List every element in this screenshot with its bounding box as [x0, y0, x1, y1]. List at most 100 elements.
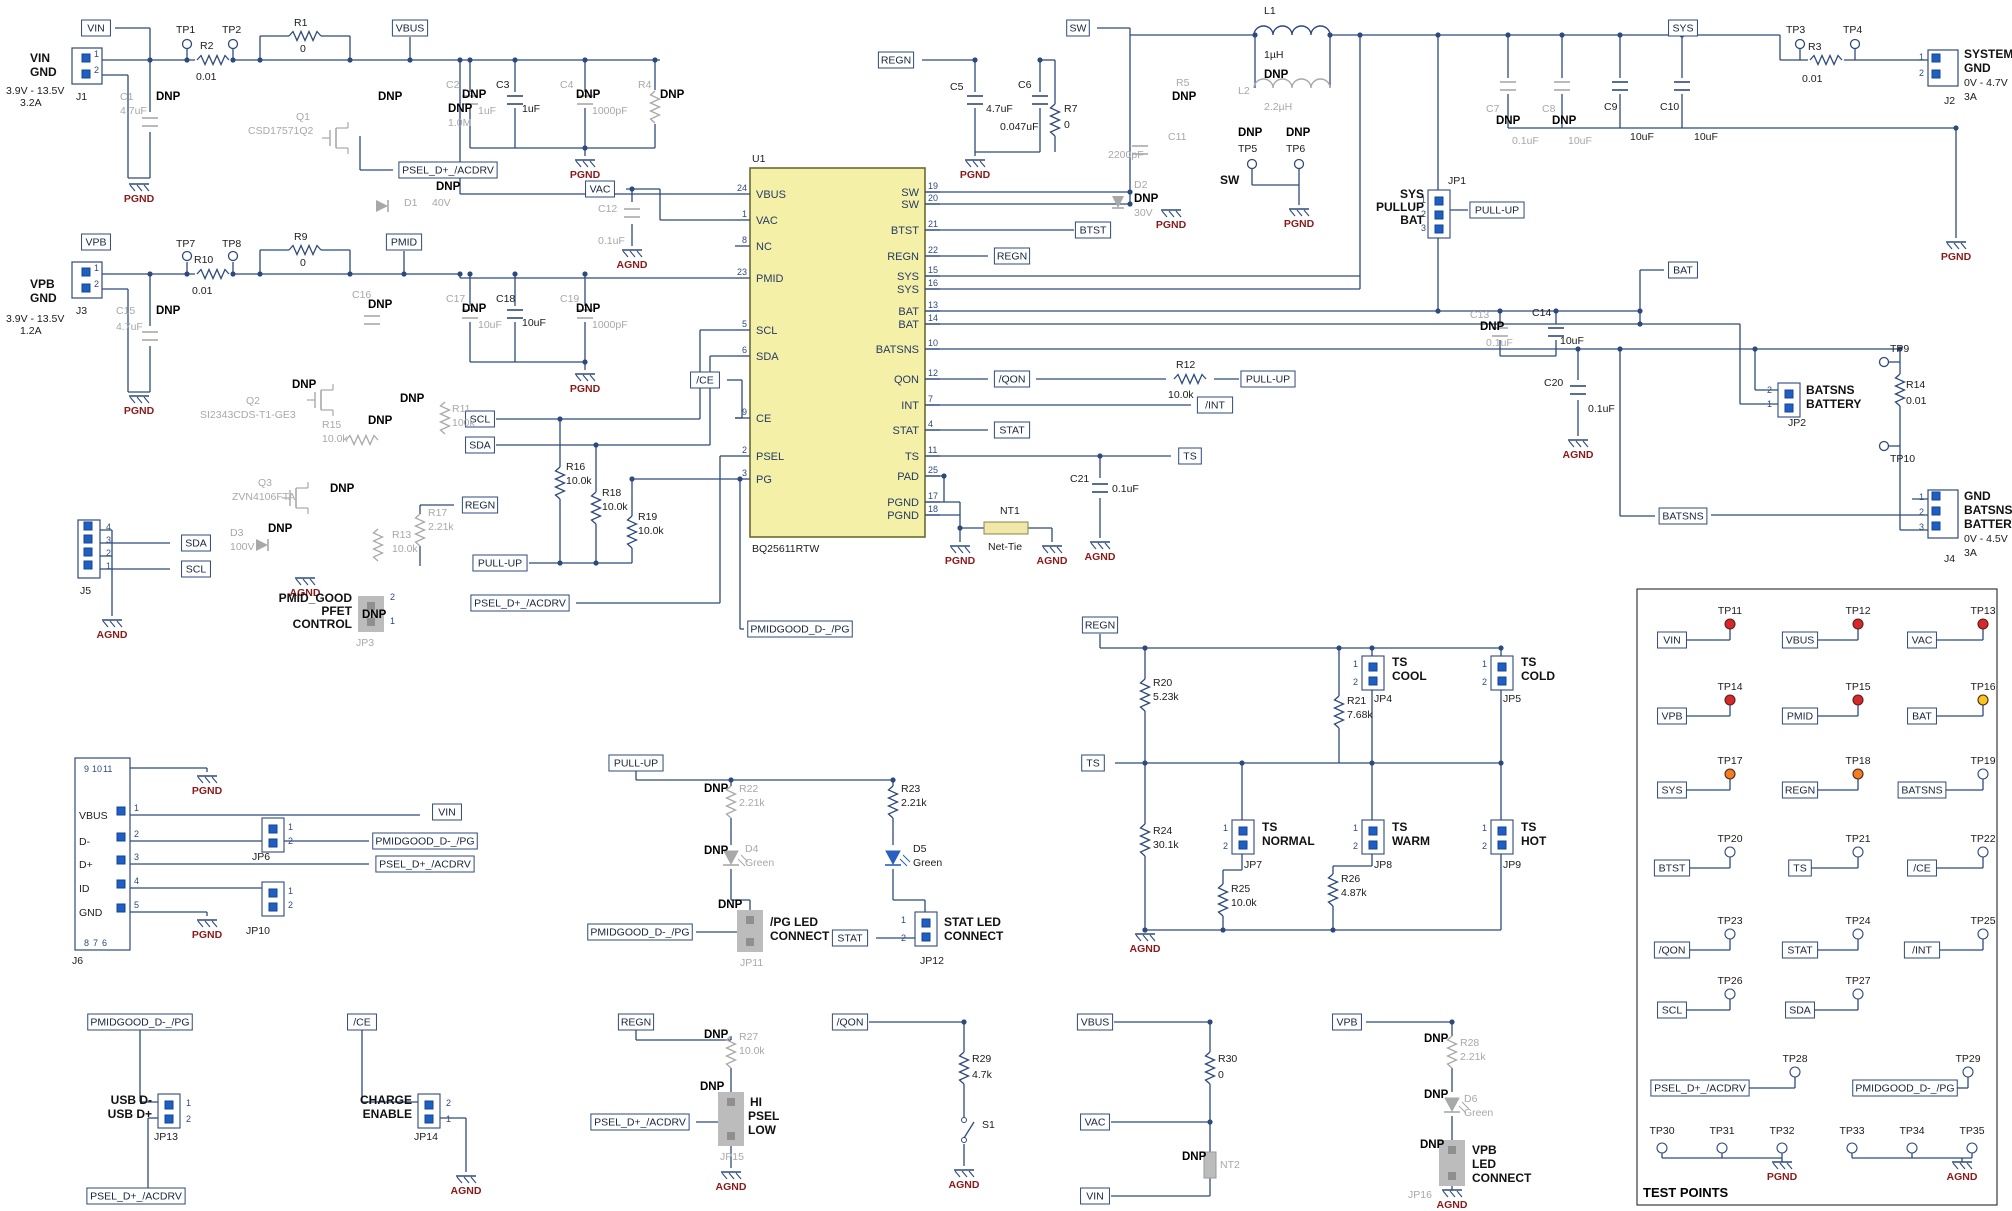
net-label: VBUS: [1781, 631, 1819, 649]
jumper-header: [261, 817, 285, 853]
ic-pin-label: 7: [928, 394, 933, 404]
text-label: 2: [94, 65, 99, 75]
junction-dot: [582, 359, 588, 365]
testpoint-dot: [1776, 1142, 1788, 1154]
testpoint-label: TP21: [1845, 833, 1870, 845]
text-label: USB D-: [111, 1093, 152, 1107]
ground-symbol: [470, 1176, 477, 1184]
jumper-header: [1490, 655, 1514, 691]
junction-dot: [1449, 1019, 1455, 1025]
header-pin: [1448, 1172, 1456, 1180]
jumper-header: [157, 1093, 181, 1129]
resistor-symbol: [1138, 823, 1152, 857]
junction-dot: [593, 442, 599, 448]
text-label: 1µH: [1264, 49, 1283, 61]
net-label-text: VBUS: [396, 23, 425, 35]
net-label-text: SDA: [185, 538, 207, 550]
net-label: VAC: [1907, 631, 1937, 649]
net-label-box: [1178, 447, 1202, 465]
dnp-marker: DNP: [330, 483, 355, 495]
ic-pin-label: 14: [928, 313, 938, 323]
net-label: SCL: [1657, 1001, 1687, 1019]
text-label: 100k: [452, 417, 476, 429]
text-label: JP15: [720, 1151, 744, 1163]
text-label: STAT LED: [944, 915, 1001, 929]
junction-dot: [1637, 321, 1643, 327]
ic-pin-label: SW: [901, 187, 919, 199]
net-label-text: PMIDGOOD_D-_/PG: [1855, 1083, 1954, 1095]
text-label: 1: [106, 561, 111, 571]
text-label: 0.1uF: [1588, 403, 1615, 415]
text-label: 30.1k: [1153, 839, 1179, 851]
testpoint-label: TP27: [1845, 975, 1870, 987]
net-label: VIN: [432, 803, 462, 821]
ground-label: AGND: [1947, 1171, 1978, 1183]
text-label: JP12: [920, 955, 944, 967]
ground-symbol: [143, 184, 150, 192]
dnp-marker: DNP: [704, 1029, 729, 1041]
text-label: 1000pF: [592, 105, 628, 117]
text-label: VPB: [30, 277, 55, 291]
testpoint: [1878, 440, 1890, 452]
header-pin: [367, 618, 375, 626]
text-label: SW: [1220, 173, 1240, 187]
ic-pin-label: 5: [742, 319, 747, 329]
text-label: 2: [1482, 841, 1487, 851]
text-label: 2: [1421, 209, 1426, 219]
dnp-marker: DNP: [704, 845, 729, 857]
net-label-box: [1074, 221, 1112, 239]
resistor-symbol: [589, 491, 603, 525]
text-label: R13: [392, 529, 411, 541]
testpoint-dot: [1852, 846, 1864, 858]
testpoint: [1794, 38, 1806, 50]
header-pin: [1368, 840, 1378, 850]
resistor-symbol: [1203, 1051, 1217, 1085]
ic-pin-label: 9: [742, 407, 747, 417]
ground-symbol: [1289, 209, 1296, 217]
ground-symbol: [1175, 210, 1182, 218]
text-label: 10uF: [1630, 131, 1654, 143]
ic-pin-label: PMID: [756, 273, 784, 285]
ic-pin-label: SYS: [897, 284, 919, 296]
testpoint-label: TP14: [1717, 681, 1742, 693]
junction-dot: [1617, 346, 1623, 352]
net-label-box: [375, 855, 475, 873]
dnp-marker: DNP: [436, 181, 461, 193]
junction-dot: [257, 271, 263, 277]
text-label: C18: [496, 293, 515, 305]
net-label-box: [81, 233, 111, 251]
net-label: VBUS: [391, 19, 429, 37]
ic-body: [749, 167, 926, 538]
text-label: 3A: [1964, 547, 1977, 559]
testpoint-label: TP25: [1970, 915, 1995, 927]
net-label: REGN: [1781, 781, 1819, 799]
testpoint-label: TP19: [1970, 755, 1995, 767]
junction-dot: [1369, 760, 1375, 766]
text-label: 10.0k: [392, 543, 418, 555]
text-label: R17: [428, 507, 447, 519]
net-label-box: [1066, 19, 1090, 37]
junction-dot: [1498, 760, 1504, 766]
jumper-header: [1361, 819, 1385, 855]
text-label: C7: [1486, 103, 1500, 115]
net-label-text: TS: [1183, 451, 1196, 463]
junction-dot: [230, 271, 236, 277]
text-label: CHARGE: [360, 1093, 412, 1107]
ic-pin-label: 2: [742, 445, 747, 455]
junction-dot: [1497, 308, 1503, 314]
junction-dot: [1357, 32, 1363, 38]
ground-symbol: [622, 250, 629, 258]
text-label: 2.21k: [901, 797, 927, 809]
text-label: BAT: [1400, 213, 1424, 227]
text-label: GND: [79, 907, 103, 919]
text-label: D2: [1134, 179, 1148, 191]
text-label: 2: [1223, 841, 1228, 851]
text-label: 2.21k: [428, 521, 454, 533]
text-label: C21: [1070, 473, 1089, 485]
testpoint-dot: [1977, 694, 1989, 706]
net-label: PULL-UP: [1240, 370, 1296, 388]
connector-pin: [83, 547, 93, 557]
dnp-marker: DNP: [1238, 127, 1263, 139]
dnp-marker: DNP: [462, 303, 487, 315]
text-label: 3.9V - 13.5V: [6, 313, 64, 325]
